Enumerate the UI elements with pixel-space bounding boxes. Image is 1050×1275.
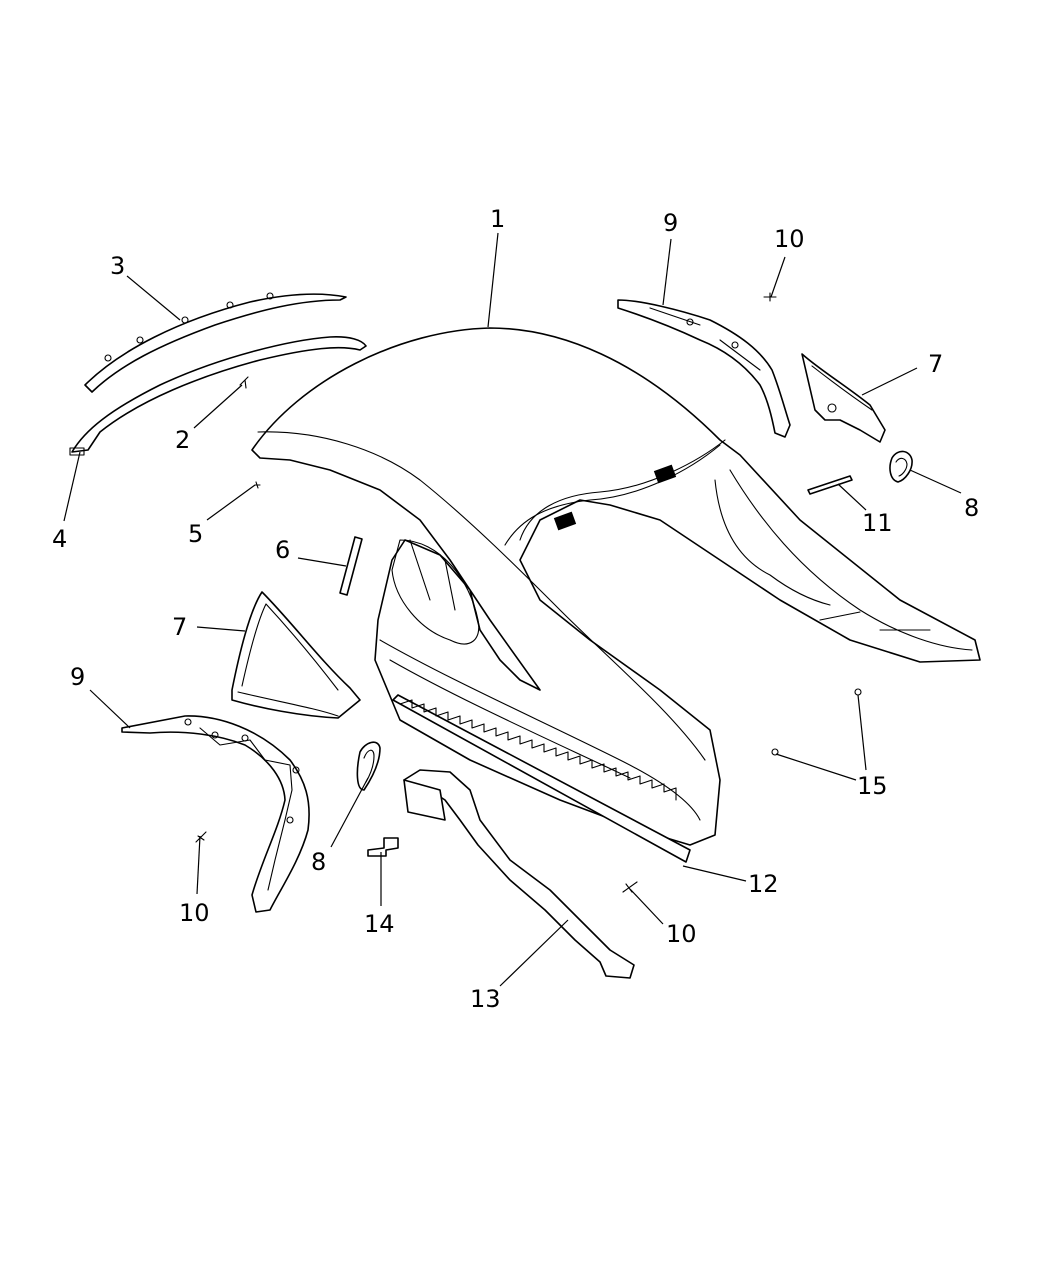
clip-15-upper bbox=[854, 688, 862, 696]
leader-lines bbox=[63, 232, 962, 987]
grommet-right bbox=[889, 450, 913, 483]
callout-14: 14 bbox=[364, 910, 395, 938]
roof-rail-molding-upper bbox=[84, 292, 347, 393]
plug-14 bbox=[367, 837, 399, 857]
grommet-left bbox=[356, 741, 381, 791]
callout-9-left: 9 bbox=[70, 663, 85, 691]
sill-strip-12 bbox=[392, 694, 691, 863]
callout-7-right: 7 bbox=[928, 350, 943, 378]
callout-8-right: 8 bbox=[964, 494, 979, 522]
reinforcement-left bbox=[121, 715, 310, 913]
callout-11: 11 bbox=[862, 509, 893, 537]
callout-4: 4 bbox=[52, 525, 67, 553]
roof-rail-molding-lower bbox=[69, 336, 367, 456]
reinforcement-right bbox=[617, 299, 791, 438]
quarter-glass-right bbox=[801, 353, 886, 443]
clip-5 bbox=[254, 481, 261, 489]
callout-12: 12 bbox=[748, 870, 779, 898]
callout-5: 5 bbox=[188, 520, 203, 548]
callout-6: 6 bbox=[275, 536, 290, 564]
callout-9-right: 9 bbox=[663, 209, 678, 237]
callout-2: 2 bbox=[175, 426, 190, 454]
callout-10-left: 10 bbox=[179, 899, 210, 927]
clip-10-left bbox=[195, 831, 207, 843]
callout-7-left: 7 bbox=[172, 613, 187, 641]
clip-15-lower bbox=[771, 748, 779, 756]
callout-15: 15 bbox=[857, 772, 888, 800]
seal-strip-11 bbox=[807, 475, 853, 495]
callout-8-left: 8 bbox=[311, 848, 326, 876]
callout-13: 13 bbox=[470, 985, 501, 1013]
seal-strip-6 bbox=[339, 536, 363, 596]
callout-1: 1 bbox=[490, 205, 505, 233]
clip-10-bottom bbox=[622, 881, 638, 893]
callout-labels: 1 2 3 4 5 6 7 7 8 8 9 9 10 10 10 11 12 1… bbox=[52, 205, 979, 1013]
insulator-13 bbox=[403, 769, 635, 979]
callout-10-bottom: 10 bbox=[666, 920, 697, 948]
callout-10-right: 10 bbox=[774, 225, 805, 253]
clip-10-right bbox=[763, 292, 777, 302]
quarter-glass-left bbox=[231, 591, 361, 719]
clip-2 bbox=[239, 376, 249, 389]
callout-3: 3 bbox=[110, 252, 125, 280]
